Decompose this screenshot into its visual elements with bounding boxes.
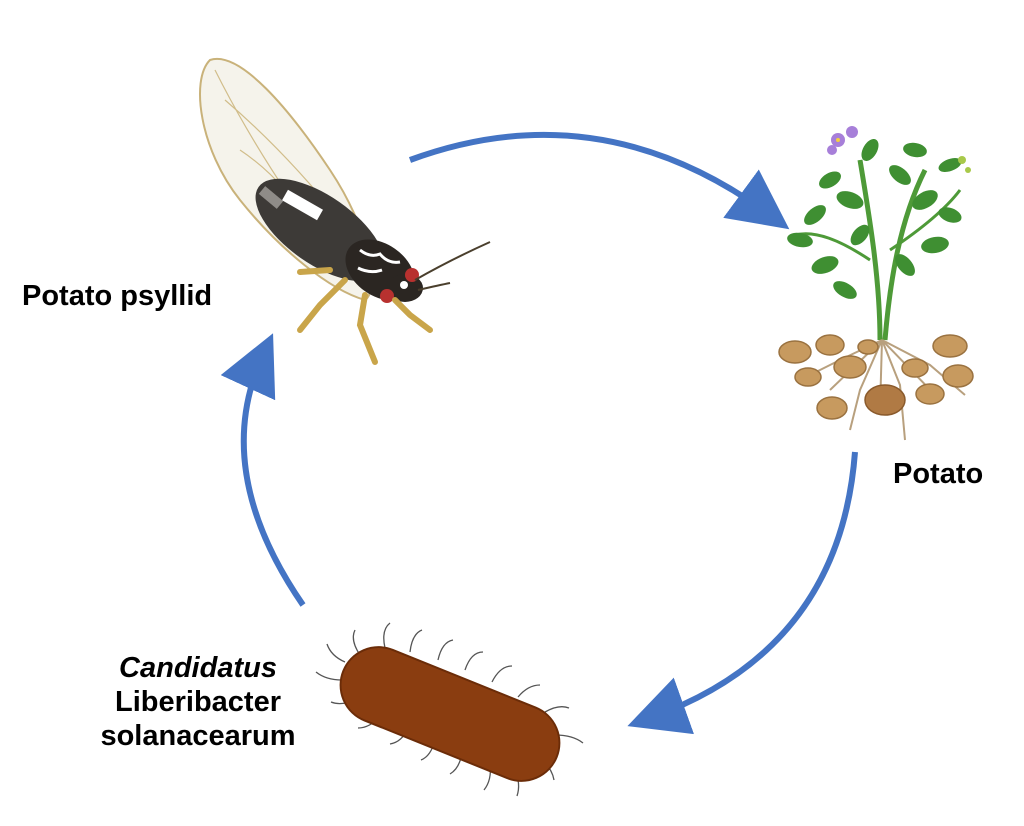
bacterium-label-genus: Candidatus [119,652,277,684]
potato-plant-icon [778,126,974,441]
psyllid-label: Potato psyllid [22,280,213,312]
bacterium-label: Candidatus Liberibacter solanacearum [80,651,316,753]
arrow-bacterium-to-psyllid [220,333,306,607]
bacterium-label-line3: solanacearum [100,720,296,752]
rod-bacterium-icon [315,622,584,797]
arrow-psyllid-to-potato [408,131,790,230]
bacterium-label-line2: Liberibacter [115,686,281,718]
psyllid-insect-icon [199,57,491,365]
potato-label: Potato [893,458,984,490]
arrow-potato-to-bacterium [627,451,858,735]
